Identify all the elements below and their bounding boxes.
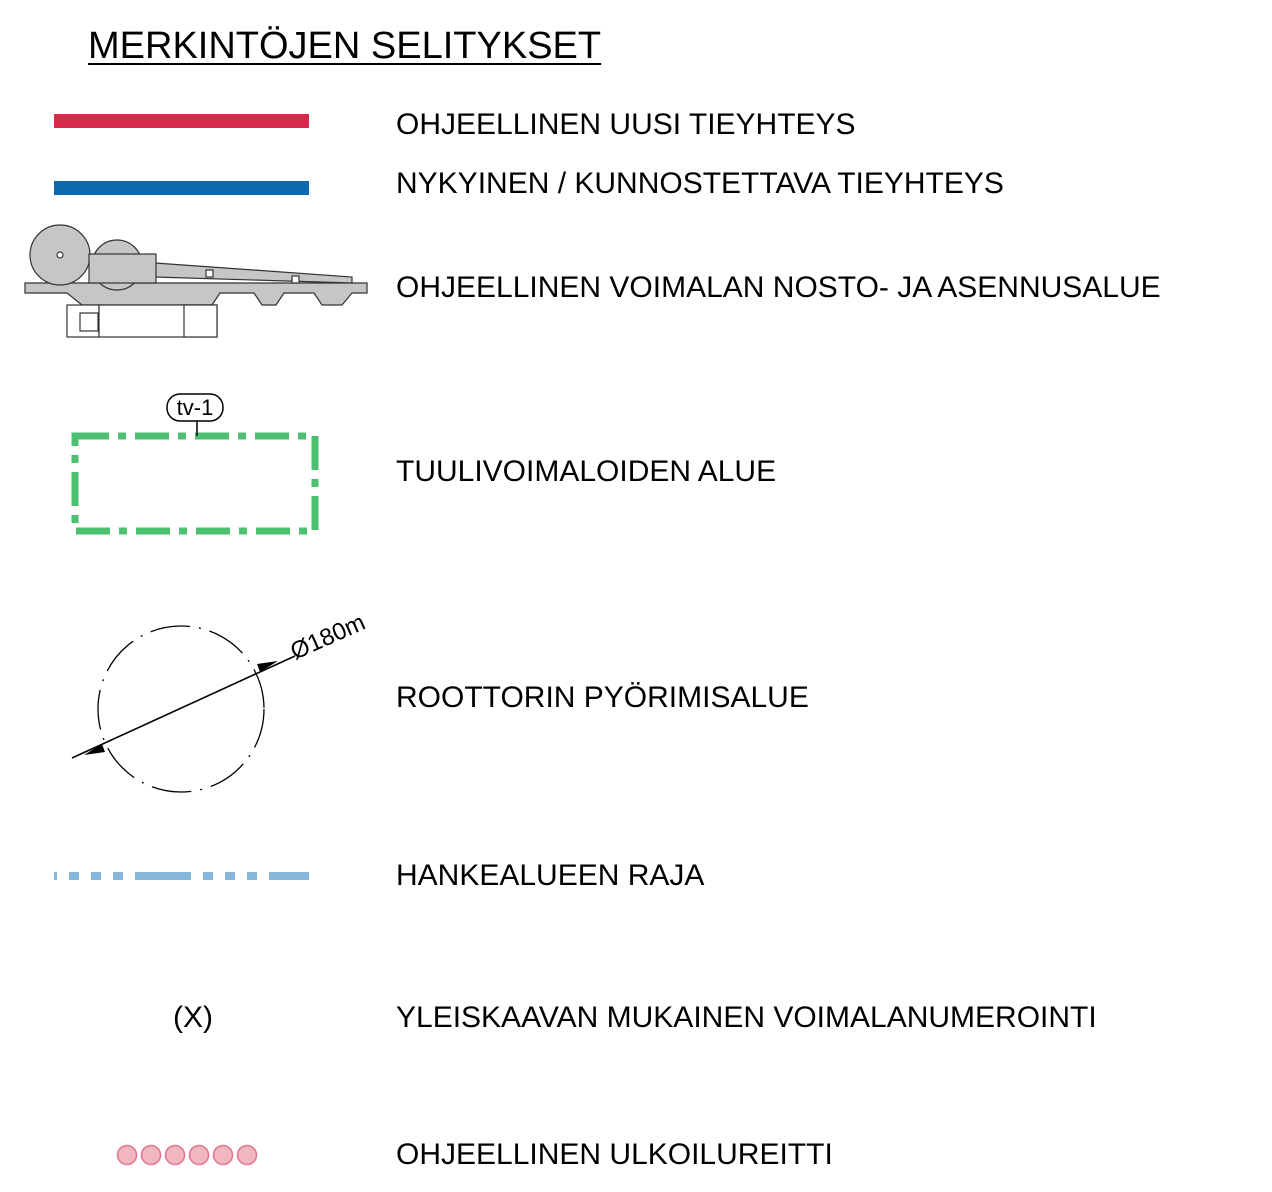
rotor-dimension-text: Ø180m xyxy=(286,610,369,665)
legend-label-outdoor-trail: OHJEELLINEN ULKOILUREITTI xyxy=(396,1138,833,1171)
new-road-line xyxy=(54,114,309,128)
rotor-arrow-right xyxy=(257,661,278,672)
trail-dot xyxy=(116,1144,138,1166)
outdoor-trail-symbol xyxy=(116,1144,258,1166)
wind-area-symbol: tv-1 xyxy=(71,393,319,535)
crane-boom-marker-2 xyxy=(291,275,300,284)
legend-label-rotor-area: ROOTTORIN PYÖRIMISALUE xyxy=(396,681,809,714)
trail-dot xyxy=(212,1144,234,1166)
rotor-area-symbol: Ø180m xyxy=(71,610,369,793)
trail-dot xyxy=(164,1144,186,1166)
legend-label-lifting-area: OHJEELLINEN VOIMALAN NOSTO- JA ASENNUSAL… xyxy=(396,271,1161,304)
crane-platform-base xyxy=(24,282,368,306)
legend-label-existing-road: NYKYINEN / KUNNOSTETTAVA TIEYHTEYS xyxy=(396,167,1004,200)
trail-dot xyxy=(236,1144,258,1166)
legend-label-wind-area: TUULIVOIMALOIDEN ALUE xyxy=(396,455,777,488)
rotor-circle xyxy=(97,625,265,793)
wind-area-tag-frame xyxy=(166,393,224,422)
rotor-dimension-line xyxy=(71,655,296,759)
crane-support-block xyxy=(183,304,218,338)
existing-road-line xyxy=(54,181,309,195)
crane-boom-marker-1 xyxy=(205,269,214,278)
existing-road-line-symbol xyxy=(54,181,309,195)
crane-cab xyxy=(88,253,157,284)
project-boundary-symbol xyxy=(54,872,309,880)
rotor-arrow-left xyxy=(84,744,105,755)
turbine-number-marker: (X) xyxy=(173,1001,213,1034)
trail-dot xyxy=(140,1144,162,1166)
trail-dot xyxy=(188,1144,210,1166)
legend-label-turbine-numbering: YLEISKAAVAN MUKAINEN VOIMALANUMEROINTI xyxy=(396,1001,1097,1034)
legend-title: MERKINTÖJEN SELITYKSET xyxy=(88,25,602,67)
wind-area-boundary xyxy=(71,432,319,535)
legend-label-project-boundary: HANKEALUEEN RAJA xyxy=(396,859,705,892)
crane-platform-icon xyxy=(24,224,368,338)
new-road-line-symbol xyxy=(54,114,309,128)
wind-area-tag: tv-1 xyxy=(177,395,214,420)
crane-boom xyxy=(154,262,353,284)
crane-support-left-inner xyxy=(79,312,99,332)
crane-drum-hub xyxy=(56,251,64,259)
legend-label-new-road: OHJEELLINEN UUSI TIEYHTEYS xyxy=(396,108,856,141)
